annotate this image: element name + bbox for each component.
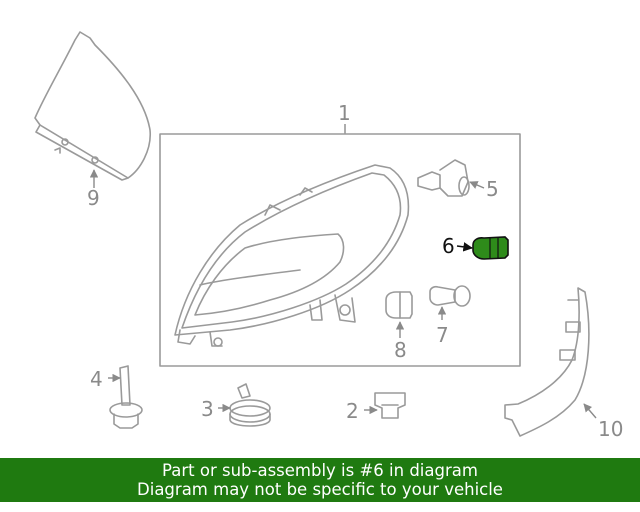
bulb-6-highlighted[interactable]: 6 [442, 234, 509, 260]
banner-line-part: Part or sub-assembly is #6 in diagram [162, 461, 478, 480]
headlamp-bulb-5[interactable]: 5 [417, 159, 499, 201]
bolt-4[interactable]: 4 [90, 365, 143, 429]
small-bulb-8[interactable]: 8 [385, 291, 413, 362]
clip-2[interactable]: 2 [346, 392, 406, 423]
callout-9: 9 [87, 186, 100, 210]
headlamp-assembly-1[interactable]: 1 [159, 101, 521, 367]
banner-line-disclaimer: Diagram may not be specific to your vehi… [137, 480, 503, 499]
info-banner: Part or sub-assembly is #6 in diagram Di… [0, 458, 640, 502]
callout-4: 4 [90, 367, 103, 391]
wedge-bulb-7[interactable]: 7 [429, 285, 471, 347]
callout-6: 6 [442, 234, 455, 258]
callout-5: 5 [486, 177, 499, 201]
callout-2: 2 [346, 399, 359, 423]
assembly-box [159, 133, 521, 367]
callout-3: 3 [201, 397, 214, 421]
callout-1: 1 [338, 101, 351, 125]
callout-10: 10 [598, 417, 623, 441]
lower-trim-10[interactable]: 10 [504, 287, 623, 441]
grommet-3[interactable]: 3 [201, 383, 271, 427]
callout-8: 8 [394, 338, 407, 362]
trim-bracket-9[interactable]: 9 [34, 31, 151, 210]
parts-diagram: 9 1 5 6 8 [34, 31, 623, 441]
callout-7: 7 [436, 323, 449, 347]
